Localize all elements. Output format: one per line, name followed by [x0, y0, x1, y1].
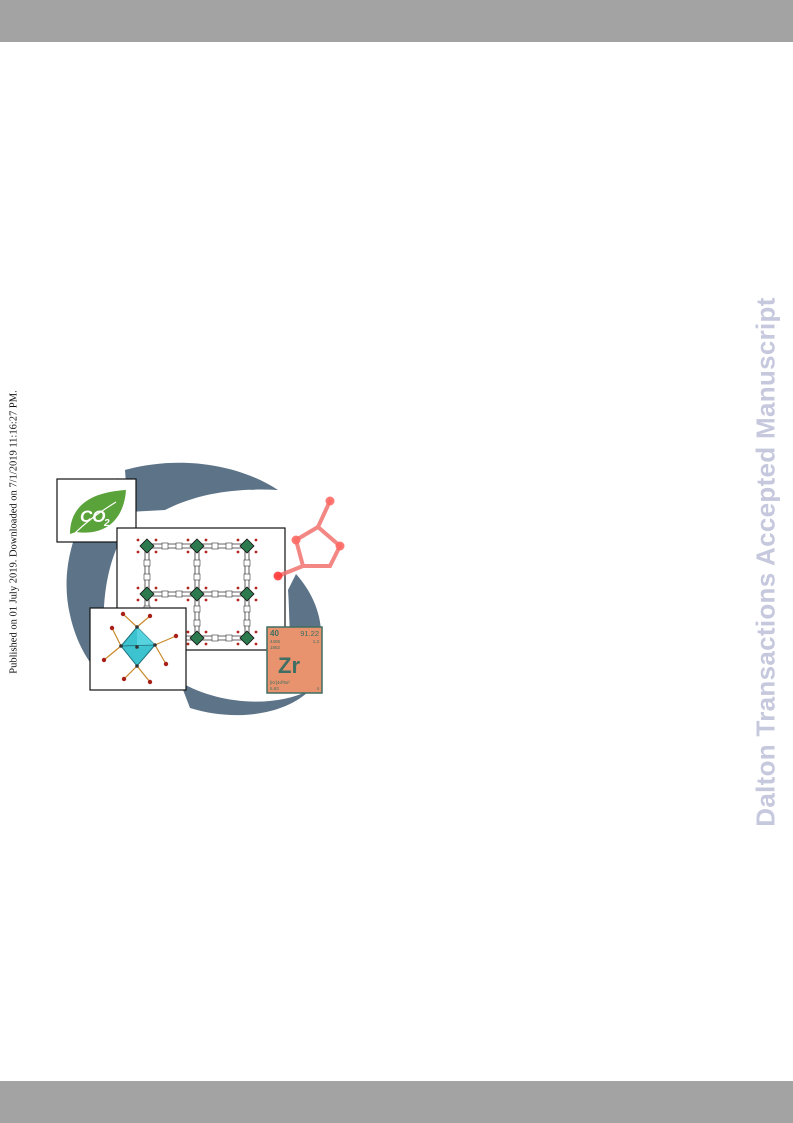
- zr-node: [186, 538, 208, 554]
- linker-ring: [193, 605, 201, 613]
- linker-ring: [211, 634, 219, 642]
- linker-ring: [143, 573, 151, 581]
- linker-ring: [193, 559, 201, 567]
- carbonate-substituent: [273, 571, 283, 581]
- zr-node: [236, 630, 258, 646]
- zr-cluster-panel: [89, 607, 187, 691]
- linker-ring: [225, 634, 233, 642]
- oxidation-state: 4: [316, 686, 319, 691]
- electron-config: [Kr]4d²5s²: [270, 680, 290, 685]
- linker-ring: [211, 590, 219, 598]
- linker-ring: [175, 542, 183, 550]
- linker-ring: [243, 619, 251, 627]
- tile-row2-left: 4406: [270, 639, 281, 644]
- linker-ring: [243, 559, 251, 567]
- leaf-icon: [70, 490, 126, 534]
- zr-node: [236, 538, 258, 554]
- linker-ring: [193, 619, 201, 627]
- linker-ring: [193, 573, 201, 581]
- carbonate-oxygens: [291, 496, 345, 551]
- linker-ring: [211, 542, 219, 550]
- linker-ring: [225, 542, 233, 550]
- zr-node: [186, 630, 208, 646]
- tile-bottom-left2: 6.63: [270, 686, 279, 691]
- footer-bar: [0, 1081, 793, 1123]
- linker-ring: [175, 590, 183, 598]
- zr-node: [236, 586, 258, 602]
- linker-ring: [161, 590, 169, 598]
- zr-element-tile: 40 91.22 4406 1.3 1852 Zr [Kr]4d²5s² 6.6…: [266, 626, 323, 694]
- linker-ring: [143, 559, 151, 567]
- element-symbol: Zr: [278, 653, 300, 678]
- linker-ring: [243, 573, 251, 581]
- tile-row2-right: 1.3: [313, 639, 320, 644]
- atomic-mass: 91.22: [300, 629, 319, 638]
- linker-ring: [225, 590, 233, 598]
- linker-ring: [243, 605, 251, 613]
- atomic-number: 40: [270, 629, 279, 638]
- tile-row3-left: 1852: [270, 645, 281, 650]
- co2-subscript: 2: [103, 518, 110, 529]
- co2-label: CO: [80, 507, 106, 526]
- zr-node: [136, 586, 158, 602]
- header-bar: [0, 0, 793, 42]
- zr-node: [136, 538, 158, 554]
- zr-node: [186, 586, 208, 602]
- cyclic-carbonate: [276, 499, 343, 578]
- linker-ring: [161, 542, 169, 550]
